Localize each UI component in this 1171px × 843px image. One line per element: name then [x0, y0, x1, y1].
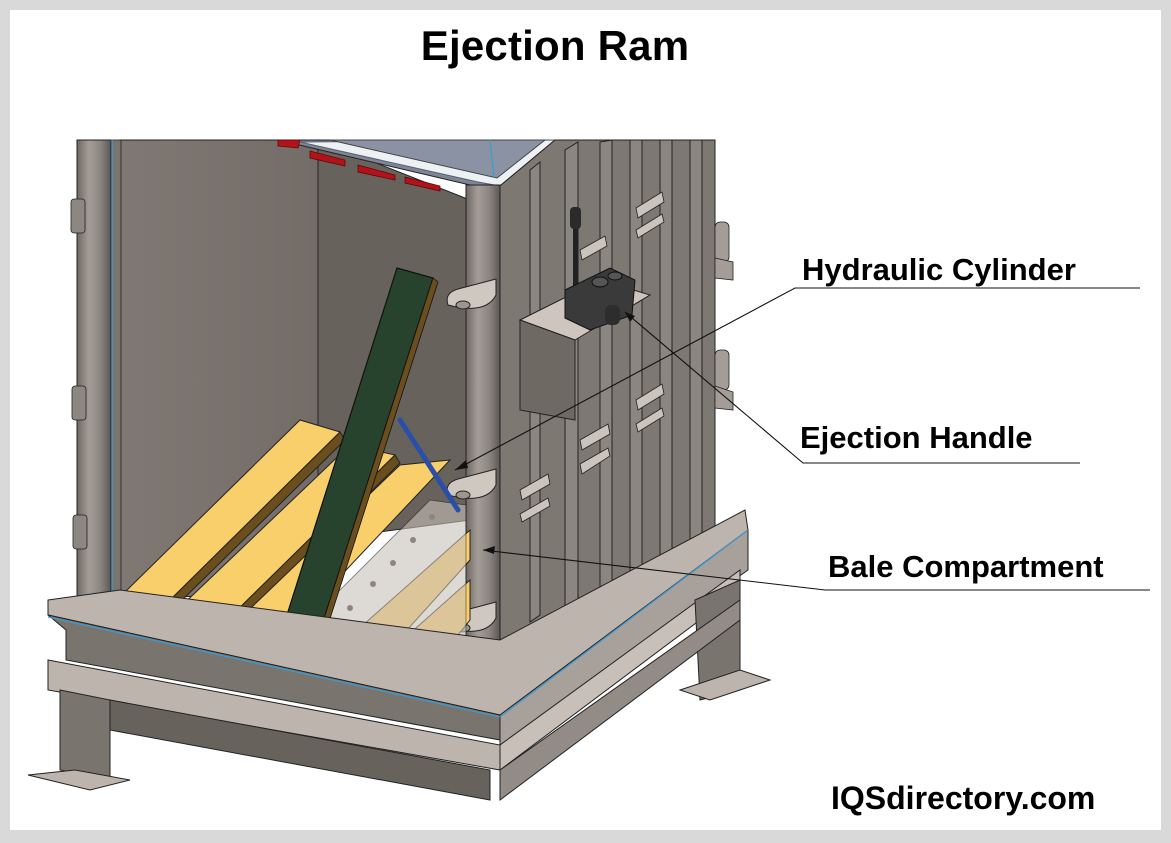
leader-arrowheads: [455, 312, 635, 554]
ejection-control-valve: [564, 207, 636, 331]
leader-ejection-handle: [624, 311, 1080, 464]
door-hinges: [70, 198, 88, 550]
diagram-title: Ejection Ram: [420, 22, 690, 69]
label-ejection-handle: Ejection Handle: [800, 420, 1033, 455]
top-chamber: [277, 139, 557, 191]
front-right-post: [446, 184, 501, 641]
label-hydraulic-cylinder: Hydraulic Cylinder: [802, 252, 1076, 287]
side-cylinder-mounts: [714, 221, 734, 411]
leader-hydraulic-cylinder: [454, 287, 1140, 471]
hydraulic-rod: [397, 417, 461, 513]
label-bale-compartment: Bale Compartment: [828, 549, 1104, 584]
red-tabs: [277, 139, 441, 192]
base-platform: [47, 509, 749, 746]
site-credit: IQSdirectory.com: [831, 780, 1096, 816]
leader-bale-compartment: [482, 549, 1150, 591]
base-frame: [27, 569, 772, 801]
leader-lines: [454, 287, 1150, 591]
left-door-post: [70, 139, 122, 619]
